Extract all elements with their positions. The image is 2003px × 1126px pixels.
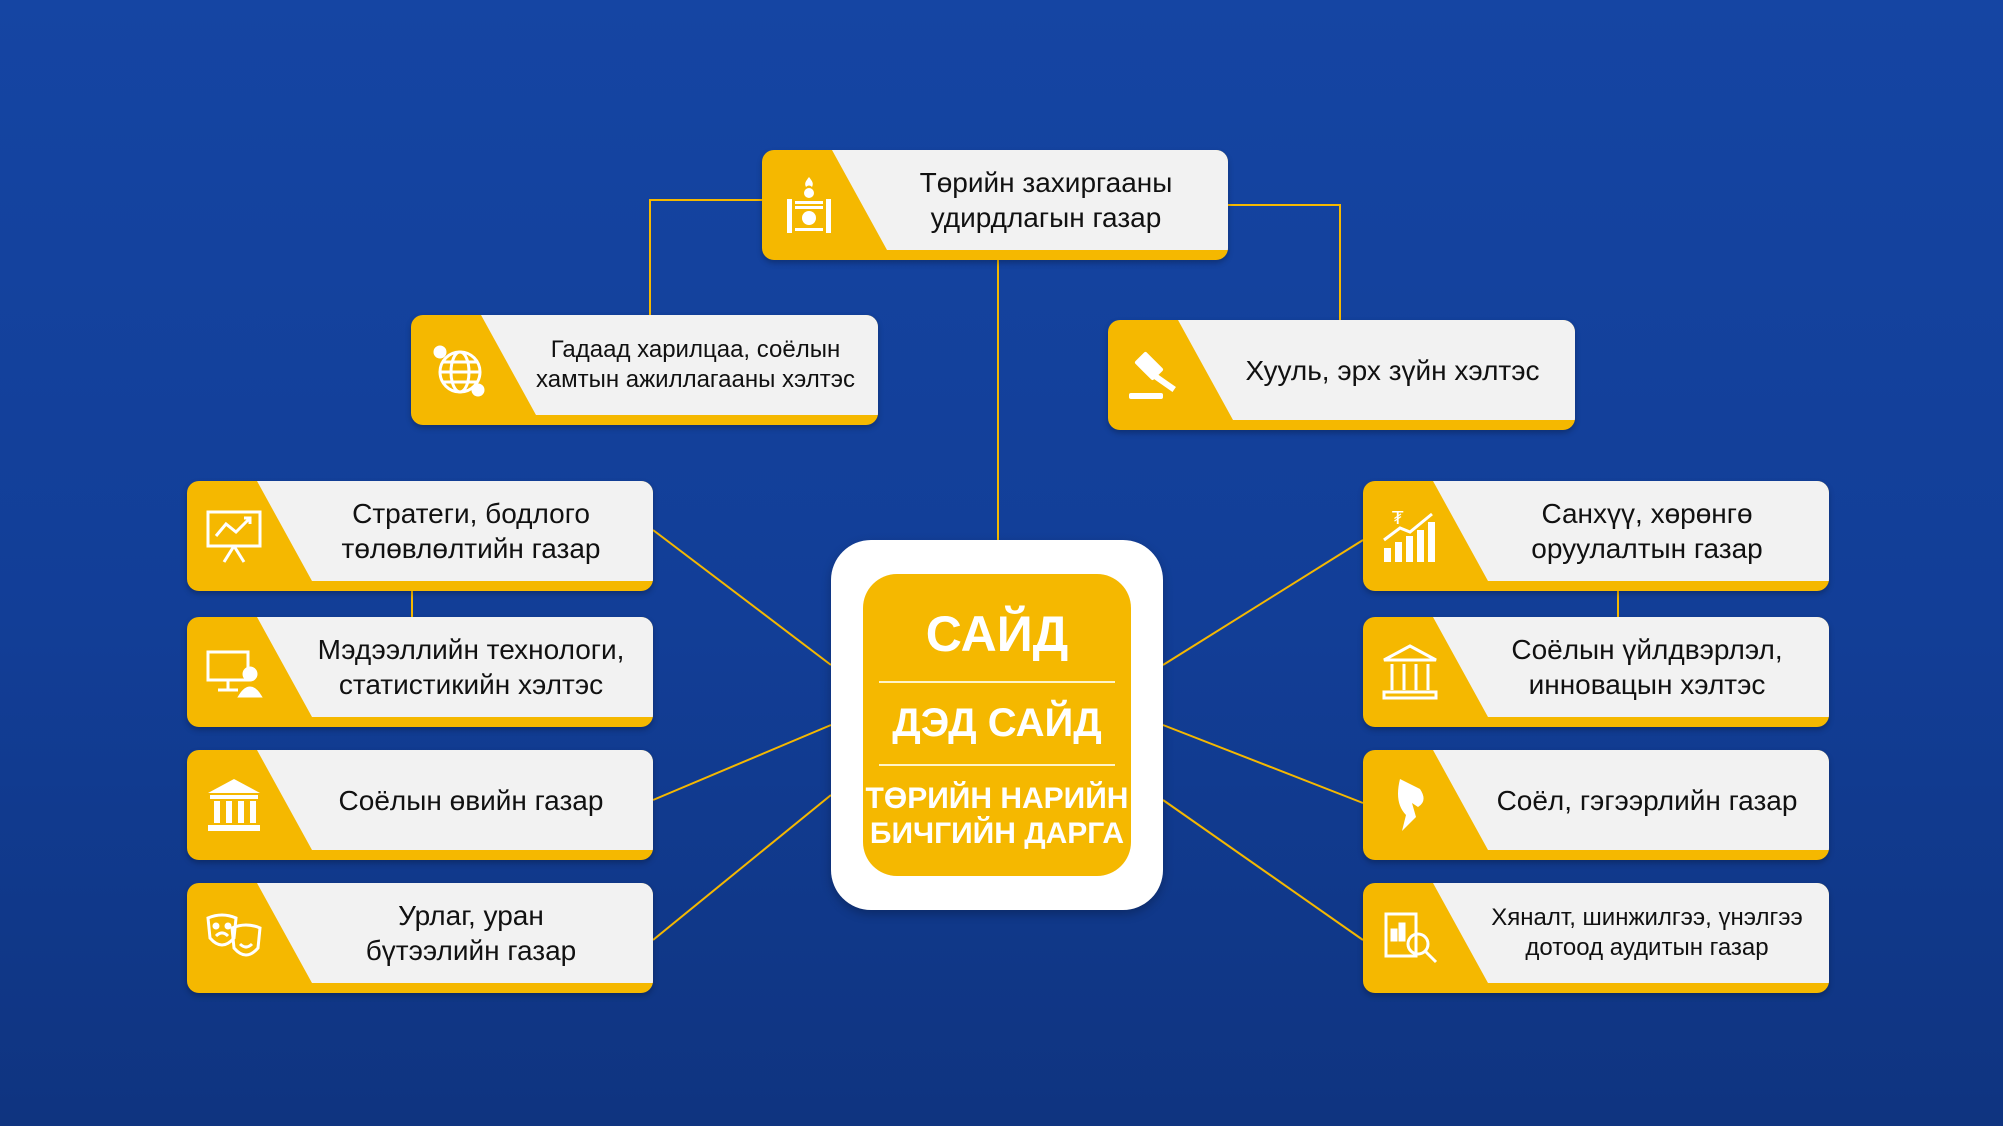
node-administration-label: Төрийн захиргааны удирдлагын газар (919, 167, 1173, 233)
computer-user-icon (199, 637, 269, 707)
node-law: Хууль, эрх зүйн хэлтэс (1108, 320, 1575, 430)
center-secretary-line1: ТӨРИЙН НАРИЙН (865, 782, 1129, 815)
soyombo-icon (774, 170, 844, 240)
node-administration: Төрийн захиргааны удирдлагын газар (762, 150, 1228, 260)
connector-top-foreign (649, 199, 762, 315)
growth-chart-icon: ₮ (1375, 501, 1445, 571)
node-heritage: Соёлын өвийн газар (187, 750, 653, 860)
node-finance-label: Санхүү, хөрөнгө оруулалтын газар (1531, 498, 1763, 564)
node-audit: Хяналт, шинжилгээ, үнэлгээ дотоод аудиты… (1363, 883, 1829, 993)
node-law-label: Хууль, эрх зүйн хэлтэс (1245, 354, 1540, 386)
center-secretary: ТӨРИЙН НАРИЙН БИЧГИЙН ДАРГА (866, 766, 1129, 851)
center-leadership-box: САЙД ДЭД САЙД ТӨРИЙН НАРИЙН БИЧГИЙН ДАРГ… (831, 540, 1163, 910)
building-icon (1375, 637, 1445, 707)
node-strategy: Стратеги, бодлого төлөвлөлтийн газар (187, 481, 653, 591)
center-deputy-minister: ДЭД САЙД (892, 701, 1102, 745)
node-audit-label: Хяналт, шинжилгээ, үнэлгээ дотоод аудиты… (1491, 904, 1803, 961)
connector-center-audit (1162, 799, 1364, 941)
center-divider (879, 681, 1115, 683)
node-it: Мэдээллийн технологи, статистикийн хэлтэ… (187, 617, 653, 727)
museum-icon (199, 770, 269, 840)
connector-center-heritage (652, 724, 832, 801)
gavel-icon (1120, 340, 1190, 410)
strategy-board-icon (199, 501, 269, 571)
connector-center-culture (1162, 724, 1364, 804)
node-arts-label: Урлаг, уран бүтээлийн газар (365, 900, 577, 966)
node-foreign-relations: Гадаад харилцаа, соёлын хамтын ажиллагаа… (411, 315, 878, 425)
node-arts: Урлаг, уран бүтээлийн газар (187, 883, 653, 993)
svg-text:₮: ₮ (1392, 508, 1404, 529)
node-culture: Соёл, гэгээрлийн газар (1363, 750, 1829, 860)
center-leadership-panel: САЙД ДЭД САЙД ТӨРИЙН НАРИЙН БИЧГИЙН ДАРГ… (863, 574, 1131, 876)
center-minister: САЙД (925, 606, 1069, 662)
connector-top-law (1228, 204, 1341, 320)
node-heritage-label: Соёлын өвийн газар (338, 784, 604, 816)
connector-center-strategy (652, 529, 832, 666)
node-foreign-relations-label: Гадаад харилцаа, соёлын хамтын ажиллагаа… (536, 336, 855, 393)
globe-people-icon (423, 335, 493, 405)
theater-masks-icon (199, 903, 269, 973)
node-industry-label: Соёлын үйлдвэрлэл, инновацын хэлтэс (1511, 634, 1783, 700)
horse-head-icon (1375, 770, 1445, 840)
node-it-label: Мэдээллийн технологи, статистикийн хэлтэ… (317, 634, 625, 700)
node-strategy-label: Стратеги, бодлого төлөвлөлтийн газар (341, 498, 601, 564)
connector-center-finance (1162, 539, 1364, 666)
connector-center-arts (652, 794, 832, 941)
center-secretary-line2: БИЧГИЙН ДАРГА (869, 816, 1125, 850)
center-divider (879, 764, 1115, 766)
node-industry: Соёлын үйлдвэрлэл, инновацын хэлтэс (1363, 617, 1829, 727)
node-finance: ₮ Санхүү, хөрөнгө оруулалтын газар (1363, 481, 1829, 591)
report-magnifier-icon (1375, 903, 1445, 973)
node-culture-label: Соёл, гэгээрлийн газар (1496, 784, 1798, 816)
